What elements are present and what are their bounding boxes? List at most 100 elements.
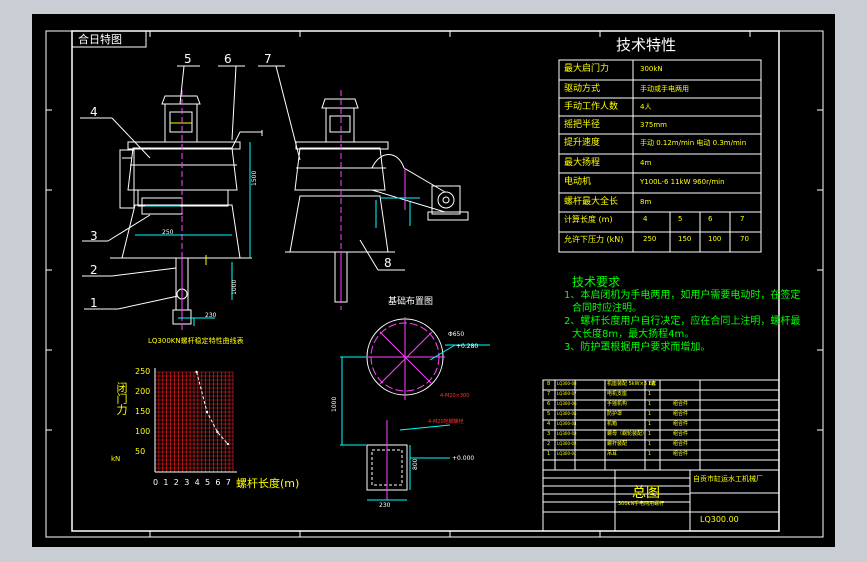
- bom-note: 组合件: [673, 411, 689, 417]
- spec-value: 375mm: [640, 121, 667, 129]
- bom-code: LQ300-06: [557, 401, 577, 406]
- x-tick-label: 1: [163, 478, 169, 487]
- bom-code: LQ300-02: [557, 441, 577, 446]
- balloon-1: 1: [90, 296, 98, 310]
- model-space: [32, 14, 835, 547]
- curve-point: [205, 410, 209, 414]
- dim-foundation-1000: 1000: [331, 396, 338, 412]
- foundation-plan: [340, 317, 490, 501]
- bom-code: LQ300-08: [557, 381, 577, 386]
- stability-chart: [154, 368, 237, 473]
- spec-label: 最大启门力: [564, 64, 610, 74]
- dim-elev-000: +0.000: [452, 455, 475, 462]
- spec-value: 手动 0.12m/min 电动 0.3m/min: [640, 139, 747, 147]
- foundation-title: 基础布置图: [388, 297, 434, 307]
- balloon-8: 8: [384, 256, 392, 270]
- curve-point: [226, 442, 229, 446]
- bom-qty: 1: [648, 441, 652, 447]
- bom-name: 防护罩: [607, 411, 623, 417]
- bom-code: LQ300-04: [557, 421, 577, 426]
- bom-name: 螺母（蜗轮装配）: [607, 431, 648, 437]
- x-tick-label: 0: [153, 478, 159, 487]
- requirements-title: 技术要求: [572, 275, 621, 289]
- spec-value: 手动或手电两用: [640, 85, 689, 93]
- bom-name: 吊耳: [607, 451, 618, 457]
- stamp-box: [71, 30, 147, 48]
- spec-label: 摇把半径: [564, 120, 601, 130]
- front-view: [110, 90, 263, 330]
- x-tick-label: 2: [173, 478, 179, 487]
- dim-230: 230: [205, 312, 217, 319]
- bom-no: 3: [547, 431, 551, 437]
- bom-note: 组合件: [673, 421, 689, 427]
- drawing-stamp: 合日特图: [78, 33, 122, 46]
- specs-table-grid: [558, 59, 762, 253]
- bom-name: 机箱: [607, 421, 618, 427]
- dim-bolt-note: 4-M20×300: [440, 393, 470, 399]
- spec-label: 手动工作人数: [564, 102, 619, 112]
- balloon-3: 3: [90, 229, 98, 243]
- dim-phi650: Φ650: [448, 331, 465, 338]
- dim-foundation-800: 800: [412, 458, 419, 470]
- curve-point: [216, 430, 219, 434]
- y-tick-label: 100: [135, 427, 151, 436]
- curve-point: [195, 370, 198, 374]
- zone-ticks: [46, 31, 823, 537]
- spec-label: 驱动方式: [564, 84, 601, 94]
- spec-value: 8m: [640, 198, 652, 206]
- dim-1000: 1000: [231, 279, 238, 295]
- bom-code: LQ300-01: [557, 451, 577, 456]
- side-leaders: [258, 65, 405, 271]
- bom-qty: 1: [648, 401, 652, 407]
- bom-no: 2: [547, 441, 551, 447]
- bom-qty: 1: [648, 391, 652, 397]
- bom-no: 1: [547, 451, 551, 457]
- bom-qty: 1: [648, 411, 652, 417]
- bom-note: 组合件: [673, 431, 689, 437]
- y-tick-label: 50: [135, 447, 146, 456]
- spec-value: 4m: [640, 159, 652, 167]
- front-leaders: [80, 65, 245, 310]
- calc-value: 6: [708, 215, 713, 223]
- spec-value: 4人: [640, 103, 652, 111]
- requirement-line: 2、螺杆长度用户自行决定，应在合同上注明，螺杆最: [564, 316, 801, 327]
- bom-code: LQ300-05: [557, 411, 577, 416]
- dim-anchor-note: 4-M20地脚螺栓: [428, 419, 464, 425]
- bom-name: 电机支座: [607, 391, 628, 397]
- dim-1500: 1500: [251, 170, 258, 186]
- x-tick-label: 7: [225, 478, 231, 487]
- chart-caption: LQ300KN螺杆稳定特性曲线表: [148, 337, 244, 345]
- balloon-2: 2: [90, 263, 98, 277]
- y-tick-label: 150: [135, 407, 151, 416]
- bom-note: 组合件: [673, 401, 689, 407]
- bom-name: 螺杆装配: [607, 441, 628, 447]
- bom-qty: 1: [648, 451, 652, 457]
- dim-elev-280: +0.280: [456, 343, 479, 350]
- bom-name: 机座装配 5kW×3 6A: [607, 381, 656, 387]
- calc-value: 150: [678, 235, 692, 243]
- spec-label: 最大扬程: [564, 158, 601, 168]
- bom-no: 4: [547, 421, 551, 427]
- x-tick-label: 6: [215, 478, 221, 487]
- x-tick-label: 4: [194, 478, 200, 487]
- spec-label: 螺杆最大全长: [564, 197, 619, 207]
- company-name: 自贡市缸运水工机械厂: [693, 475, 763, 483]
- bom-name: 手摇机构: [607, 401, 628, 407]
- dim-foundation-230: 230: [379, 502, 391, 509]
- bom-no: 6: [547, 401, 551, 407]
- calc-label: 允许下压力 (kN): [564, 235, 624, 244]
- requirement-line: 3、防护罩根据用户要求而增加。: [564, 342, 711, 353]
- calc-value: 4: [643, 215, 648, 223]
- stability-curve: [196, 371, 229, 445]
- calc-value: 100: [708, 235, 722, 243]
- balloon-5: 5: [184, 52, 192, 66]
- side-view: [285, 90, 469, 310]
- calc-label: 计算长度 (m): [564, 215, 613, 224]
- spec-value: Y100L-6 11kW 960r/min: [640, 178, 725, 186]
- drawing-number: LQ300.00: [700, 515, 739, 524]
- specs-title: 技术特性: [616, 36, 677, 54]
- bom-code: LQ300-03: [557, 431, 577, 436]
- x-tick-label: 5: [205, 478, 211, 487]
- calc-value: 7: [740, 215, 745, 223]
